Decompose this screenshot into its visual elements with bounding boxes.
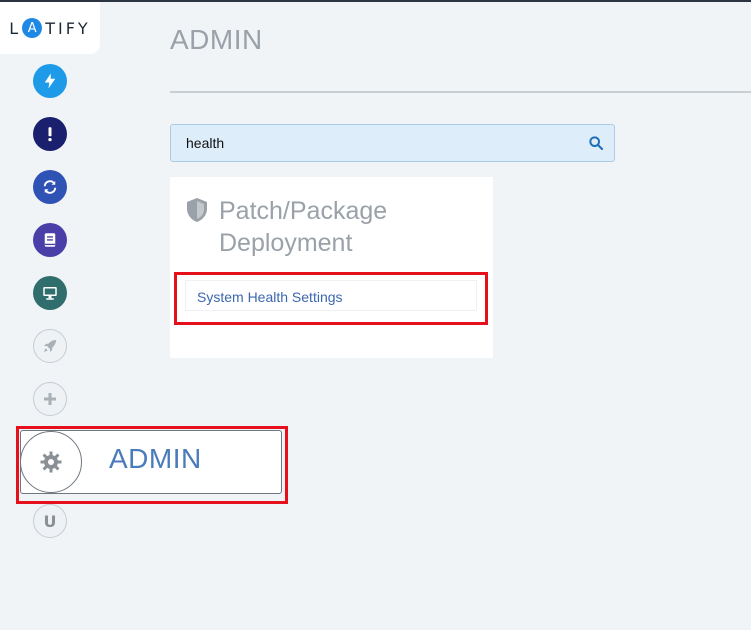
- shield-icon: [187, 198, 207, 222]
- nav-admin-label: ADMIN: [109, 443, 202, 474]
- system-health-settings-link[interactable]: System Health Settings: [185, 280, 477, 311]
- search-input[interactable]: [171, 125, 571, 161]
- nav-user-button[interactable]: U: [33, 504, 67, 538]
- search-bar[interactable]: [170, 124, 615, 162]
- nav-lightning-button[interactable]: [33, 64, 67, 98]
- nav-alerts-button[interactable]: [33, 117, 67, 151]
- plus-icon: [44, 393, 56, 405]
- page-title: ADMIN: [170, 24, 263, 55]
- nav-book-button[interactable]: [33, 223, 67, 257]
- admin-gear-button[interactable]: [20, 431, 82, 493]
- search-icon[interactable]: [588, 135, 604, 151]
- nav-admin-item[interactable]: ADMIN: [20, 430, 282, 494]
- lightning-icon: [44, 73, 56, 89]
- gear-icon: [40, 451, 62, 473]
- sync-icon: [43, 180, 57, 194]
- app-logo[interactable]: L A TIFY: [0, 2, 100, 54]
- logo-letters-tify: TIFY: [45, 18, 91, 38]
- result-card: Patch/Package Deployment System Health S…: [170, 177, 493, 358]
- highlight-box-result: [174, 272, 488, 325]
- logo-wordmark: L A TIFY: [9, 18, 90, 38]
- logo-letter-l: L: [9, 18, 22, 38]
- logo-letter-a: A: [22, 18, 43, 38]
- card-title: Patch/Package Deployment: [219, 197, 388, 257]
- nav-sync-button[interactable]: [33, 170, 67, 204]
- nav-monitor-button[interactable]: [33, 276, 67, 310]
- rocket-icon: [44, 340, 56, 352]
- nav-add-button[interactable]: [33, 382, 67, 416]
- user-u-icon: U: [43, 511, 57, 531]
- nav-rocket-button[interactable]: [33, 329, 67, 363]
- monitor-icon: [43, 287, 57, 300]
- alert-icon: [48, 127, 52, 142]
- highlight-box-admin: [16, 426, 288, 504]
- book-icon: [44, 233, 56, 247]
- title-divider: [170, 91, 751, 93]
